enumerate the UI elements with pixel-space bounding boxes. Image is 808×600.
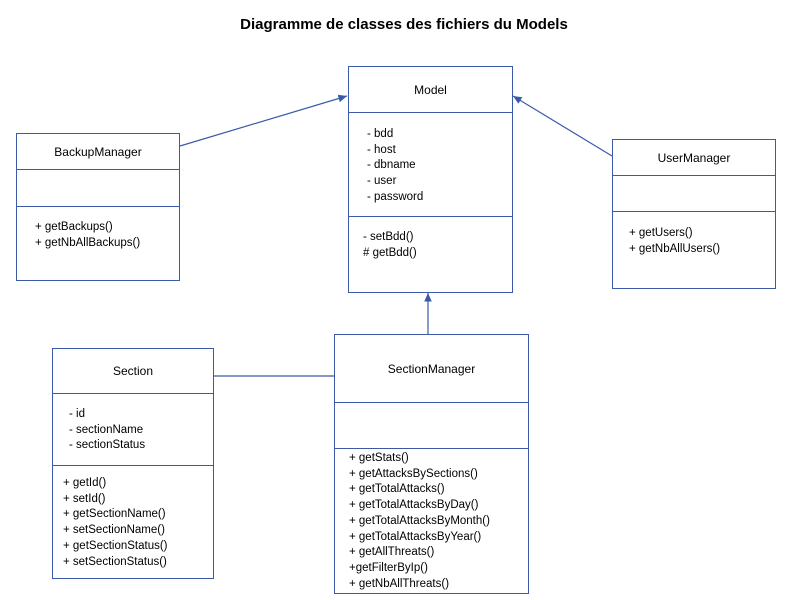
methods-compartment: + getStats() + getAttacksBySections() + … (335, 448, 528, 593)
attribute: - sectionName (69, 423, 144, 436)
method-list: + getUsers() + getNbAllUsers() (629, 226, 775, 257)
method-list: - setBdd() # getBdd() (363, 230, 512, 261)
method: + setId() (63, 492, 106, 505)
attribute: - password (367, 190, 424, 203)
method: + getAllThreats() (349, 546, 435, 559)
method: + getNbAllThreats() (349, 577, 450, 590)
attributes-compartment (335, 402, 528, 448)
class-backupmanager: BackupManager + getBackups() + getNbAllB… (16, 133, 180, 281)
diagram-title: Diagramme de classes des fichiers du Mod… (240, 16, 568, 33)
method: + getStats() (349, 452, 409, 464)
attribute-list: - bdd - host - dbname - user - password (367, 127, 512, 206)
method: + getTotalAttacksByDay() (349, 499, 479, 512)
method: - setBdd() (363, 231, 414, 243)
class-model: Model - bdd - host - dbname - user - pas… (348, 66, 513, 293)
class-usermanager: UserManager + getUsers() + getNbAllUsers… (612, 139, 776, 289)
class-name: Model (414, 82, 447, 97)
attributes-compartment: - id - sectionName - sectionStatus (53, 393, 213, 465)
inheritance-arrow-usermanager-model (512, 95, 613, 157)
attributes-compartment: - bdd - host - dbname - user - password (349, 112, 512, 216)
methods-compartment: + getId() + setId() + getSectionName() +… (53, 465, 213, 578)
class-section: Section - id - sectionName - sectionStat… (52, 348, 214, 579)
methods-compartment: + getBackups() + getNbAllBackups() (17, 206, 179, 280)
method: + getUsers() (629, 227, 693, 239)
method: + getSectionStatus() (63, 539, 168, 552)
method: + getNbAllUsers() (629, 242, 721, 255)
attributes-compartment (613, 175, 775, 211)
method: + setSectionName() (63, 524, 165, 537)
attribute: - bdd (367, 128, 394, 140)
method: + setSectionStatus() (63, 555, 167, 568)
method: # getBdd() (363, 246, 417, 259)
attribute: - host (367, 143, 396, 156)
inheritance-arrow-backupmanager-model (179, 94, 348, 147)
method: +getFilterByIp() (349, 561, 428, 574)
attributes-compartment (17, 169, 179, 206)
attribute: - user (367, 175, 397, 188)
method: + getSectionName() (63, 508, 166, 521)
attribute: - id (69, 408, 85, 420)
class-name: Section (112, 364, 154, 378)
method: + getAttacksBySections() (349, 467, 478, 480)
method: + getNbAllBackups() (35, 236, 141, 249)
method: + getId() (63, 477, 107, 489)
class-name: BackupManager (54, 144, 142, 159)
methods-compartment: - setBdd() # getBdd() (349, 216, 512, 292)
method: + getBackups() (35, 221, 113, 233)
method: + getTotalAttacksByMonth() (349, 514, 490, 527)
class-sectionmanager: SectionManager + getStats() + getAttacks… (334, 334, 529, 594)
method: + getTotalAttacks() (349, 483, 445, 496)
methods-compartment: + getUsers() + getNbAllUsers() (613, 211, 775, 288)
method: + getTotalAttacksByYear() (349, 530, 482, 543)
method-list: + getStats() + getAttacksBySections() + … (349, 451, 528, 592)
method-list: + getBackups() + getNbAllBackups() (35, 220, 179, 251)
attribute-list: - id - sectionName - sectionStatus (69, 407, 213, 454)
class-name: SectionManager (387, 361, 476, 376)
class-name: UserManager (657, 150, 731, 165)
attribute: - sectionStatus (69, 439, 146, 452)
attribute: - dbname (367, 159, 416, 172)
method-list: + getId() + setId() + getSectionName() +… (63, 476, 213, 570)
